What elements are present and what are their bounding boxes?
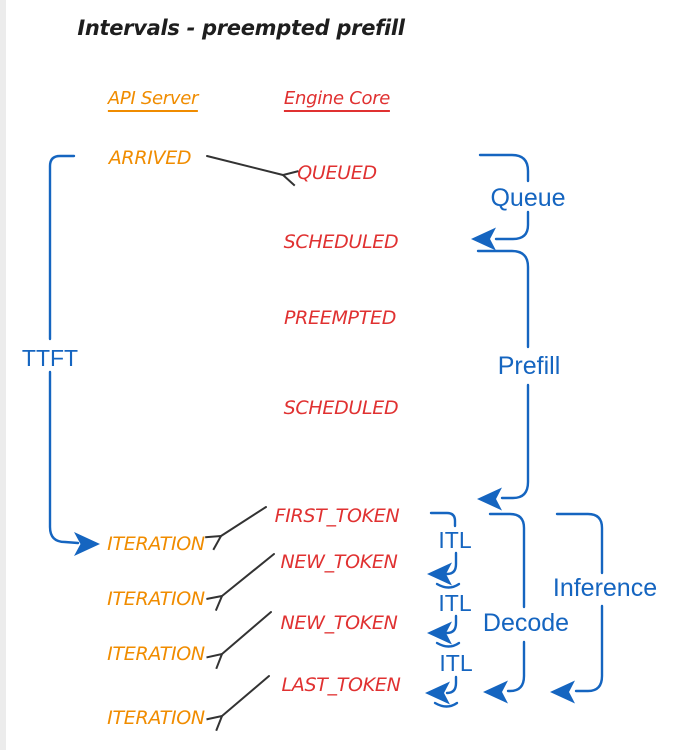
event-queued: QUEUED — [297, 162, 377, 184]
event-new-token-1: NEW_TOKEN — [280, 551, 398, 573]
itl2-arrowhead — [427, 621, 452, 645]
arrow-arrived-to-queued — [206, 155, 299, 187]
itl1-arrowhead — [427, 562, 452, 586]
itl3-hook-line — [445, 675, 458, 695]
itl2-arrow-flick — [435, 641, 461, 648]
itl1-hook-line — [445, 551, 458, 576]
prefill-arrowhead — [477, 487, 502, 511]
arrow-first-token-to-iteration — [205, 506, 267, 551]
interval-itl-label-1: ITL — [438, 527, 472, 553]
decode-arrowhead — [483, 680, 508, 704]
event-iteration-3: ITERATION — [107, 643, 205, 665]
interval-ttft-label: TTFT — [21, 345, 79, 371]
column-header-engine-core: Engine Core — [283, 88, 390, 112]
left-edge-border — [0, 0, 6, 750]
queue-arrowhead — [471, 227, 496, 251]
event-iteration-4: ITERATION — [107, 707, 205, 729]
diagram-title: Intervals - preempted prefill — [77, 16, 405, 40]
event-iteration-1: ITERATION — [107, 533, 205, 555]
interval-itl-label-3: ITL — [439, 650, 473, 676]
itl2-hook-line — [445, 614, 458, 635]
ttft-arrowhead — [74, 532, 100, 556]
arrow-last-token-to-iteration — [206, 675, 270, 732]
itl3-arrow-flick — [433, 701, 459, 708]
arrow-new-token2-to-iteration — [206, 611, 272, 670]
interval-queue-label: Queue — [490, 184, 566, 212]
itl3-arrowhead — [425, 681, 450, 705]
interval-inference-label: Inference — [552, 574, 658, 602]
inference-arrowhead — [550, 680, 575, 704]
event-scheduled-2: SCHEDULED — [283, 397, 399, 419]
event-first-token: FIRST_TOKEN — [274, 505, 400, 527]
event-scheduled-1: SCHEDULED — [283, 231, 399, 253]
queue-bracket-line — [478, 153, 530, 241]
event-preempted: PREEMPTED — [283, 307, 397, 329]
interval-decode-label: Decode — [482, 609, 570, 637]
inference-bracket-line — [555, 512, 604, 693]
decode-bracket-line — [488, 512, 526, 693]
interval-itl-label-2: ITL — [438, 590, 472, 616]
prefill-bracket-line — [476, 249, 530, 500]
itl1-arrow-flick — [435, 582, 461, 589]
interval-prefill-label: Prefill — [497, 352, 561, 380]
event-arrived: ARRIVED — [108, 147, 192, 169]
event-new-token-2: NEW_TOKEN — [280, 612, 398, 634]
column-header-api-server: API Server — [107, 88, 198, 112]
event-last-token: LAST_TOKEN — [281, 674, 401, 696]
arrow-new-token1-to-iteration — [206, 553, 275, 612]
itl1-top-corner — [429, 511, 457, 528]
event-iteration-2: ITERATION — [107, 588, 205, 610]
ttft-bracket-line — [48, 154, 80, 545]
